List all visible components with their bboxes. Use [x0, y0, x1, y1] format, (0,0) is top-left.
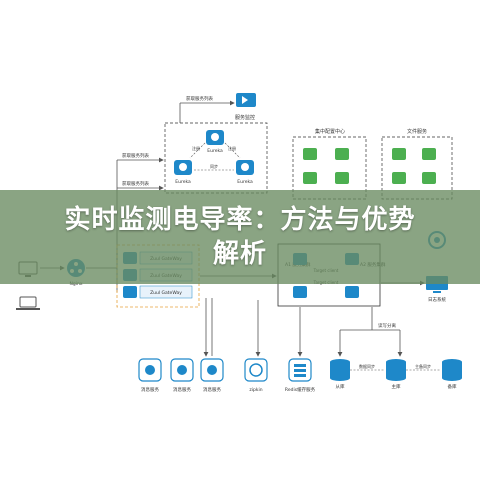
bottom-service-label: 消息服务 [141, 386, 159, 393]
read-write-split-label: 读写分离 [378, 322, 396, 329]
bottom-service-label: zipkin [249, 387, 262, 393]
bottom-service-label: 消息服务 [173, 386, 191, 393]
fetch-list-mid-label: 获取服务列表 [122, 180, 149, 187]
db-slave: 从库 [330, 359, 350, 390]
eureka-top-label: Eureka [207, 148, 223, 154]
bottom-service-redis: Redis缓存服务 [285, 358, 316, 393]
eureka-left-node: Eureka [174, 160, 192, 185]
banner-title-line2: 解析 [212, 239, 267, 269]
config-nodes [303, 148, 349, 184]
file-nodes [392, 148, 436, 184]
service-monitor-label: 服务监控 [235, 114, 255, 121]
banner-title-line1: 实时监测电导率：方法与优势 [64, 205, 416, 235]
fetch-list-left-label: 获取服务列表 [122, 152, 149, 159]
connector [189, 142, 206, 159]
sync-label: 同步 [210, 163, 218, 169]
db-label: 主库 [392, 383, 401, 390]
connector [224, 142, 241, 159]
eureka-left-label: Eureka [175, 179, 191, 185]
service-monitor-node: 服务监控 [235, 93, 256, 121]
title-banner: 实时监测电导率：方法与优势 解析 [0, 190, 480, 284]
file-service-label: 文件服务 [407, 128, 427, 135]
sync-label-1: 数据同步 [359, 363, 375, 369]
eureka-top-node: Eureka [206, 130, 224, 154]
bottom-service-3: 消息服务 [200, 358, 224, 393]
log-system-label: 日志系统 [428, 296, 446, 303]
eureka-right-label: Eureka [237, 179, 253, 185]
register-right-label: 注册 [228, 145, 236, 151]
sync-label-2: 主备同步 [415, 363, 431, 369]
bottom-service-1: 消息服务 [138, 358, 162, 393]
db-master: 主库 [386, 359, 406, 390]
db-backup: 备库 [442, 359, 462, 390]
gateway-3: Zuul GateWay [123, 285, 193, 299]
register-left-label: 注册 [192, 145, 200, 151]
db-label: 备库 [448, 383, 457, 390]
gateway-label: Zuul GateWay [150, 290, 182, 296]
client-laptop-icon [16, 296, 40, 310]
bottom-service-label: Redis缓存服务 [285, 386, 316, 393]
bottom-service-2: 消息服务 [170, 358, 194, 393]
fetch-list-top-label: 获取服务列表 [186, 95, 213, 102]
config-center-label: 集中配置中心 [315, 128, 345, 135]
eureka-right-node: Eureka [236, 160, 254, 185]
bottom-service-zipkin: zipkin [244, 358, 268, 393]
nginx-label: Nginx [70, 281, 83, 287]
bottom-service-label: 消息服务 [203, 386, 221, 393]
db-label: 从库 [336, 383, 345, 390]
